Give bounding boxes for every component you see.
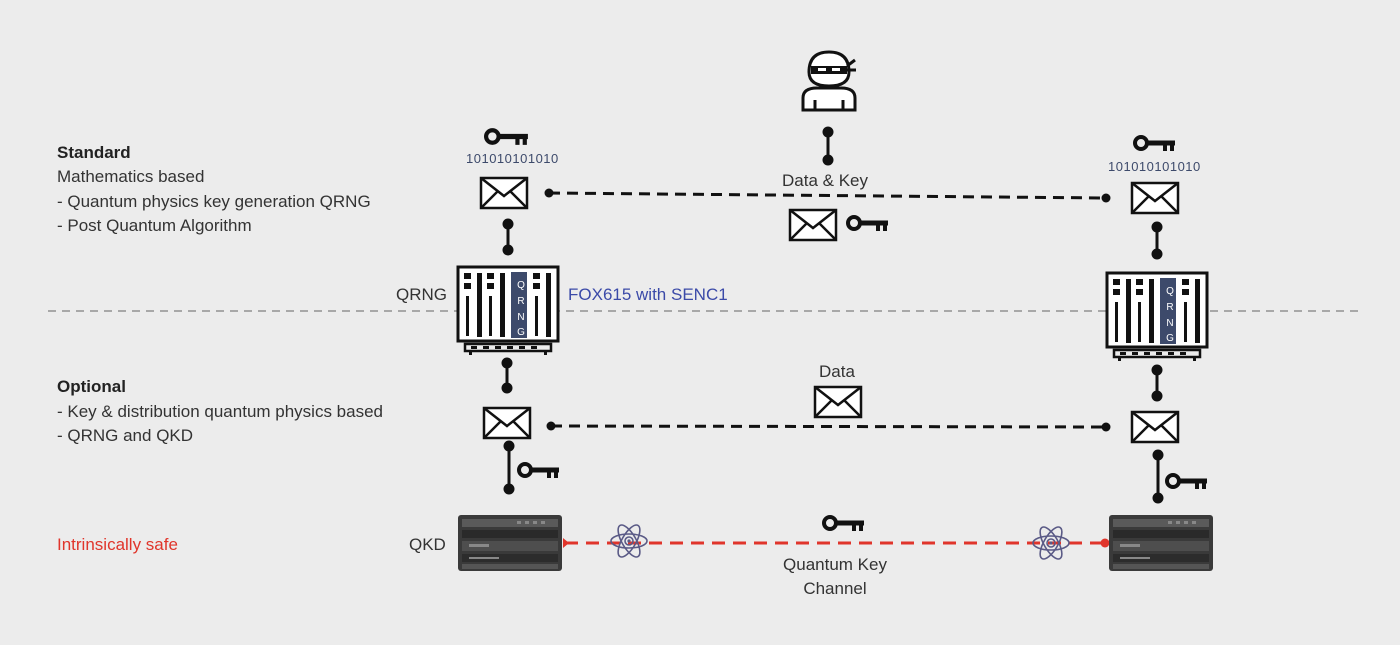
quantum-key-channel-label: Quantum Key Channel [775,553,895,601]
optional-line: - Key & distribution quantum physics bas… [57,402,384,421]
optional-heading: Optional [57,377,126,396]
rack-module-letter: N [517,312,524,323]
qkd-label: QKD [409,535,446,554]
connector-left-envelope-qkd [503,440,515,495]
connector-right-rack-envelope [1151,364,1163,402]
rack-module-letter: G [517,327,525,338]
quantum-key-channel-line2: Channel [803,579,867,598]
envelope-icon [1130,181,1180,215]
qrng-label: QRNG [396,285,447,304]
qkd-device-icon [1109,515,1213,571]
atom-icon [610,521,648,561]
key-icon [486,130,528,145]
quantum-key-channel-link [563,538,1110,548]
fox615-label: FOX615 with SENC1 [568,285,728,304]
link-data-key [544,188,1111,203]
rack-module-letter: N [1166,318,1173,329]
envelope-icon [479,176,529,210]
data-key-label: Data & Key [782,171,868,190]
hacker-icon [801,50,858,112]
envelope-icon [1130,410,1180,444]
qkd-device-icon [458,515,562,571]
vertical-connectors [501,126,1164,504]
qrng-rack-icon [1105,271,1209,362]
standard-line: - Quantum physics key generation QRNG [57,192,371,211]
envelope-icon [482,406,532,440]
rack-module-letter: R [517,296,524,307]
connector-hacker-link [822,126,834,166]
envelope-icon [813,385,863,419]
optional-line: - QRNG and QKD [57,426,194,445]
binary-key-right: 101010101010 [1108,159,1201,174]
key-icon [846,215,890,233]
qrng-rack-icon [456,265,560,356]
link-data [546,421,1111,432]
standard-line: - Post Quantum Algorithm [57,216,252,235]
rack-module-letter: Q [517,280,525,291]
key-icon [1133,135,1177,153]
envelope-icon [788,208,838,242]
key-icon [822,515,866,533]
key-icon [1165,473,1209,491]
connector-right-envelope-rack [1151,221,1163,260]
key-icon [517,462,561,480]
rack-module-letter: G [1166,333,1174,344]
rack-module-letter: Q [1166,286,1174,297]
rack-module-letter: R [1166,302,1173,313]
quantum-key-channel-line1: Quantum Key [783,555,887,574]
standard-line: Mathematics based [57,167,205,186]
connector-left-rack-envelope [501,357,513,394]
data-label: Data [819,362,855,381]
intrinsically-safe-label: Intrinsically safe [57,535,178,554]
standard-heading: Standard [57,143,131,162]
connector-right-envelope-qkd [1152,449,1164,504]
connector-left-envelope-rack [502,218,514,256]
binary-key-left: 101010101010 [466,151,559,166]
